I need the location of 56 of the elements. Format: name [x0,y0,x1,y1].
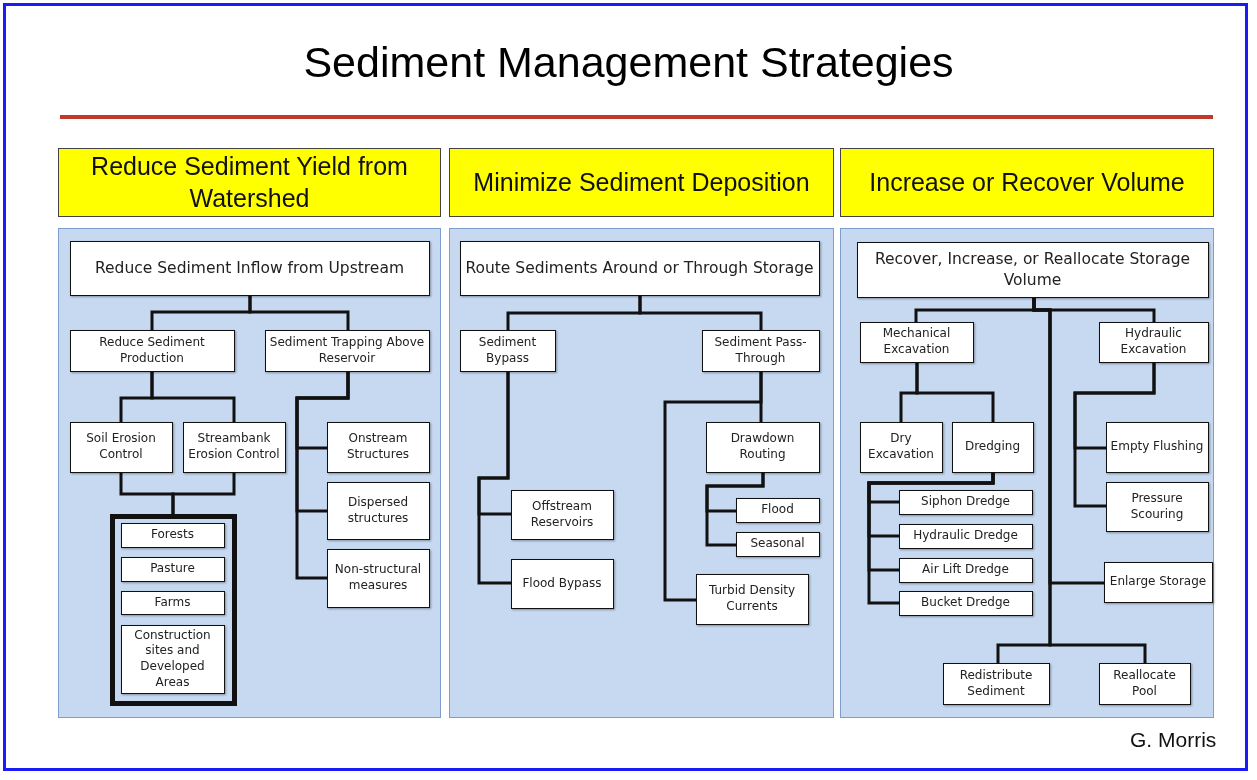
connector-line [295,372,350,580]
strategy-box: Route Sediments Around or Through Storage [459,240,820,296]
process-box: Sediment Trapping Above Reservoir [264,329,430,372]
group-frame [109,513,237,706]
panel-background [449,228,834,718]
process-box: Streambank Erosion Control [182,421,286,473]
connector-line [705,473,765,547]
author-credit: G. Morris [1130,728,1217,752]
process-box: Enlarge Storage [1103,561,1213,603]
process-box: Farms [120,590,225,615]
process-box: Bucket Dredge [898,590,1033,616]
connector-line [867,473,995,605]
process-box: Hydraulic Excavation [1098,321,1209,363]
process-box: Sediment Bypass [459,329,556,372]
connector-line [171,473,236,514]
process-box: Pressure Scouring [1105,481,1209,532]
connector-line [248,296,350,330]
connector-line [638,296,763,330]
process-box: Dry Excavation [859,421,943,473]
category-header: Increase or Recover Volume [840,148,1214,217]
panel-background [840,228,1214,718]
process-box: Empty Flushing [1105,421,1209,473]
process-box: Pasture [120,556,225,582]
process-box: Dispersed structures [326,481,430,540]
diagram-title: Sediment Management Strategies [302,38,955,87]
process-box: Offstream Reservoirs [510,489,614,540]
category-header: Minimize Sediment Deposition [449,148,834,217]
connector-line [1032,298,1147,663]
process-box: Siphon Dredge [898,489,1033,515]
process-box: Drawdown Routing [705,421,820,473]
process-box: Reduce Sediment Production [69,329,235,372]
process-box: Turbid Density Currents [695,573,809,625]
connector-line [663,372,763,602]
process-box: Construction sites and Developed Areas [120,624,225,694]
process-box: Flood [735,497,820,523]
process-box: Onstream Structures [326,421,430,473]
strategy-box: Recover, Increase, or Reallocate Storage Volume [856,241,1209,298]
connector-line [150,372,236,422]
process-box: Mechanical Excavation [859,321,974,363]
process-box: Dredging [951,421,1034,473]
connector-line [1073,363,1156,508]
process-box: Reallocate Pool [1098,662,1191,705]
process-box: Soil Erosion Control [69,421,173,473]
process-box: Non-structural measures [326,548,430,608]
category-header: Reduce Sediment Yield from Watershed [58,148,441,217]
connector-line [477,372,511,585]
panel-background [58,228,441,718]
process-box: Seasonal [735,531,820,557]
process-box: Flood Bypass [510,558,614,609]
connector-line [915,363,995,422]
process-box: Redistribute Sediment [942,662,1050,705]
process-box: Forests [120,522,225,548]
strategy-box: Reduce Sediment Inflow from Upstream [69,240,430,296]
process-box: Hydraulic Dredge [898,523,1033,549]
process-box: Air Lift Dredge [898,557,1033,583]
process-box: Sediment Pass-Through [701,329,820,372]
